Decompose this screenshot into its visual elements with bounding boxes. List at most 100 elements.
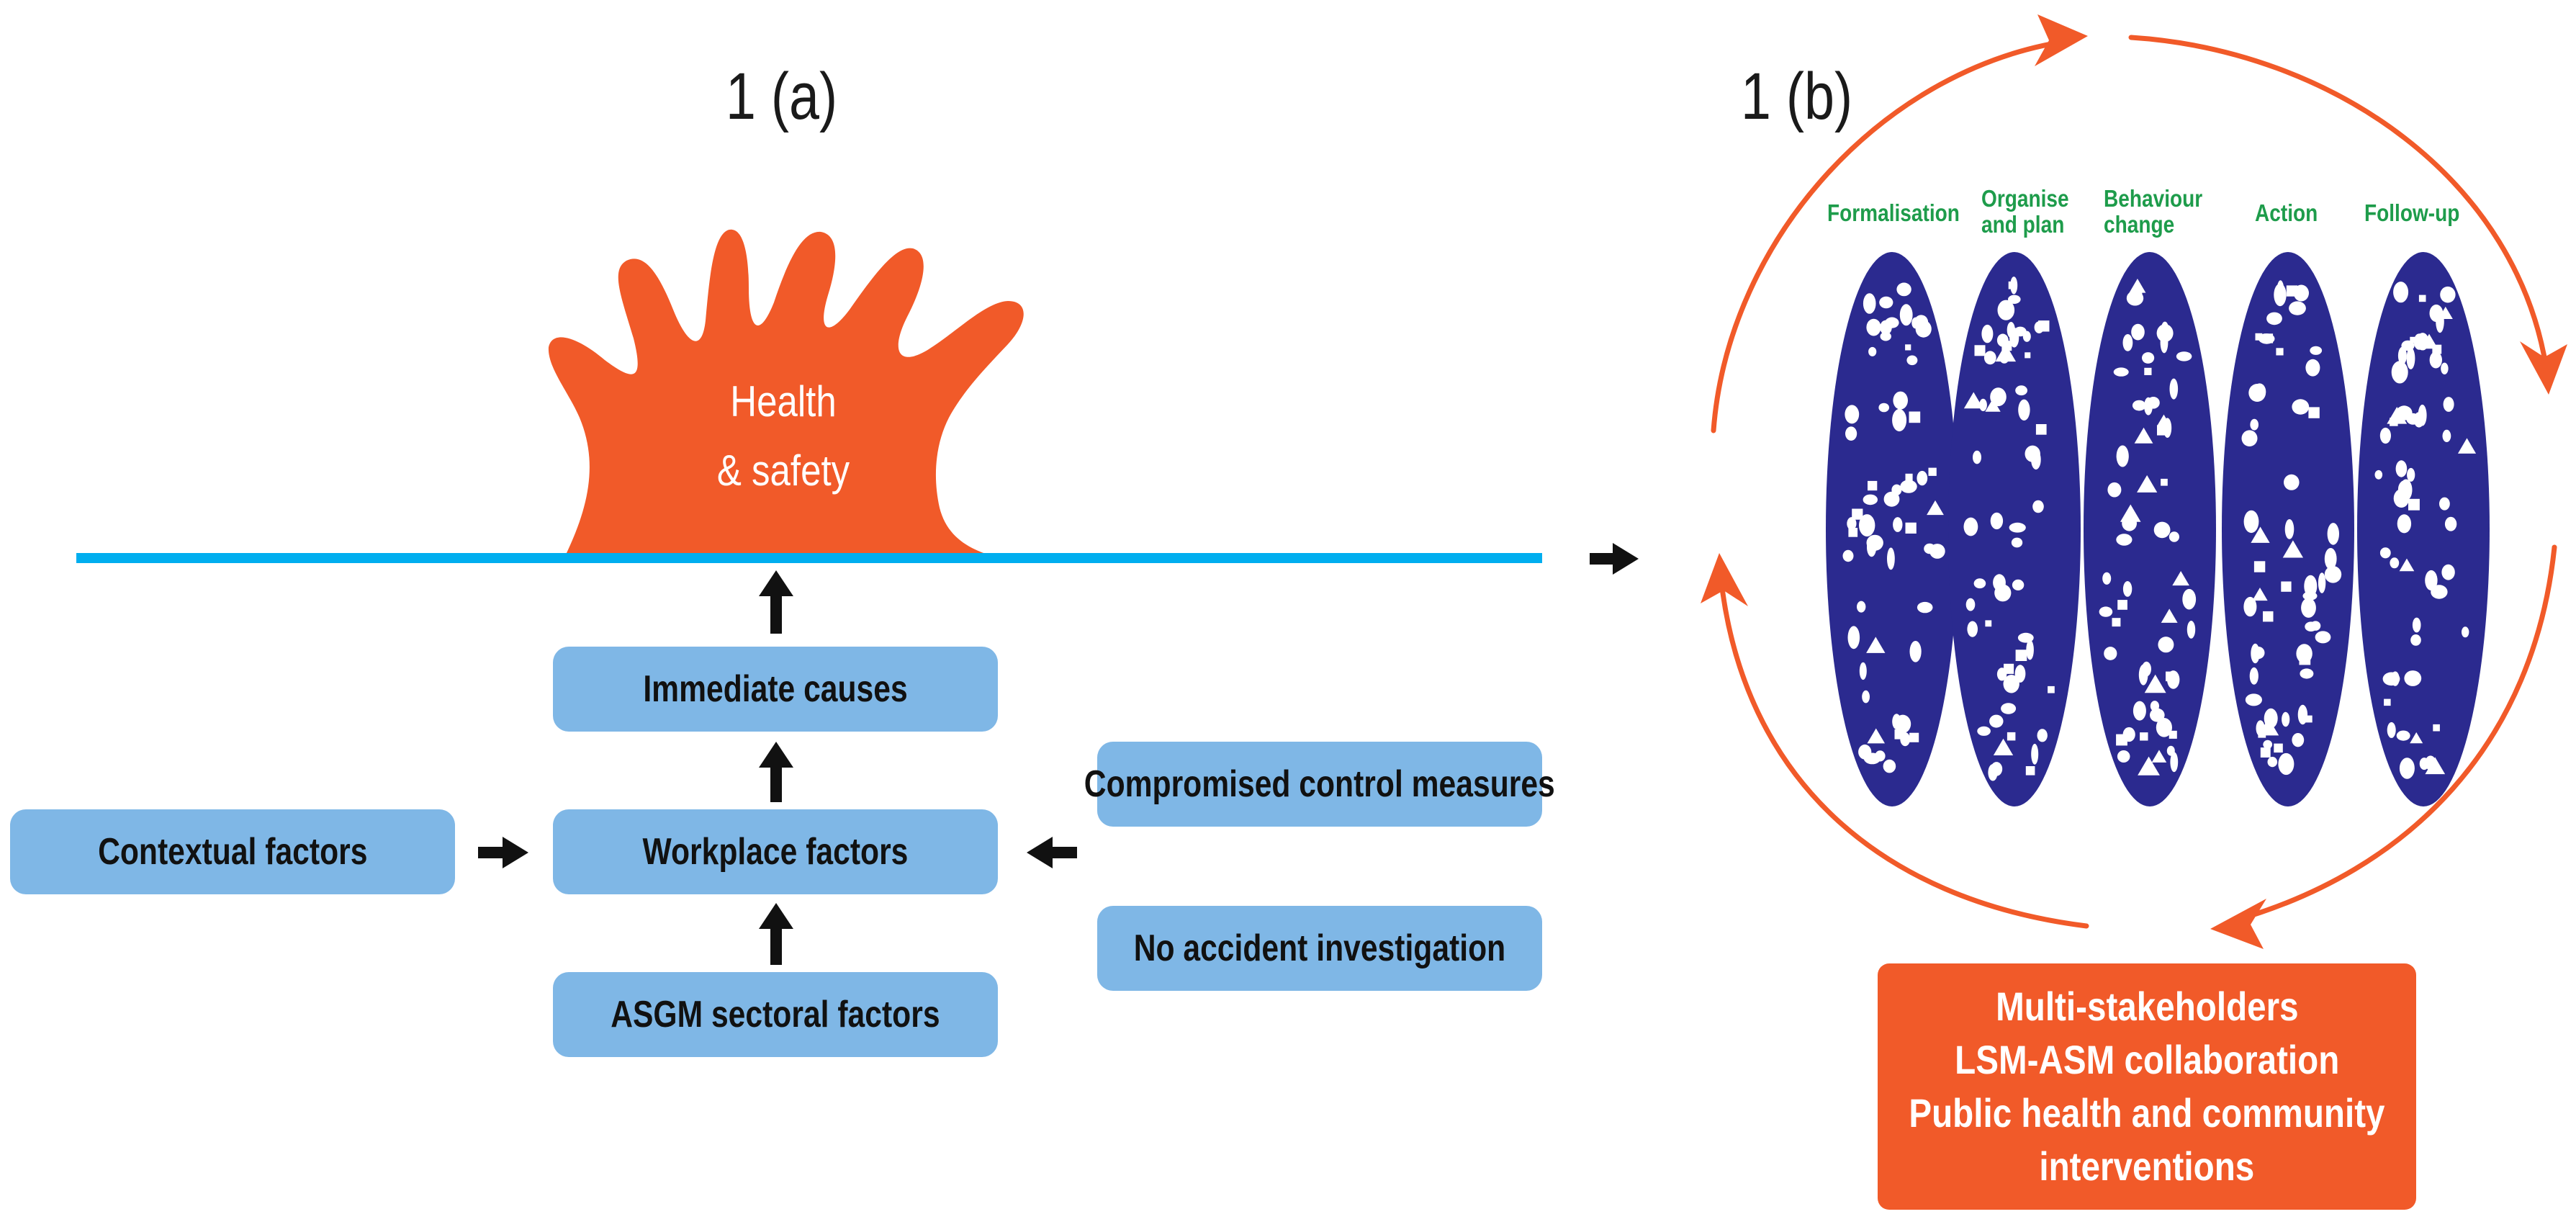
ellipse-dot <box>1991 762 2003 776</box>
ellipse-dot <box>2133 701 2146 721</box>
ellipse-dot <box>2444 516 2457 531</box>
ellipse-dot <box>2284 519 2294 539</box>
ellipse-dot <box>2425 570 2438 591</box>
ellipse-dot <box>2153 521 2171 539</box>
ellipse-dot <box>1845 426 1857 441</box>
ellipse-dot <box>2037 729 2048 742</box>
ellipse-dot <box>2440 286 2456 303</box>
ellipse-dot <box>2116 445 2129 467</box>
ellipse-dot <box>2107 482 2122 498</box>
ellipse-dot <box>2150 708 2165 722</box>
ellipse-dot <box>2015 650 2027 661</box>
ellipse-dot <box>2418 295 2426 302</box>
ellipse-dot <box>2129 279 2146 293</box>
ellipse-dot <box>2263 611 2274 622</box>
ellipse-dot <box>2161 608 2178 623</box>
ellipse-dot <box>2260 747 2271 758</box>
ellipse-dot <box>2156 718 2172 737</box>
ellipse-dot <box>1967 621 1978 637</box>
ellipse-dot <box>2141 661 2151 677</box>
ellipse-dot <box>2308 407 2320 418</box>
ellipse-dot <box>1905 522 1917 534</box>
ellipse-dot <box>2327 523 2339 545</box>
ellipse-dot <box>1893 391 1908 410</box>
ellipse-dot <box>2324 566 2342 583</box>
ellipse-dot <box>2399 558 2415 572</box>
ellipse-dot <box>2292 399 2310 415</box>
ellipse-dot <box>1989 714 2004 728</box>
ellipse-dot <box>1985 620 1992 627</box>
ellipse-dot <box>2284 474 2300 490</box>
ellipse-dot <box>2395 460 2408 477</box>
ellipse-dot <box>1909 732 1919 742</box>
ellipse-dot <box>1977 726 1991 736</box>
ellipse-dot <box>1879 296 1893 309</box>
ellipse-dot <box>1847 517 1857 531</box>
ellipse-dot <box>2305 359 2320 377</box>
ellipse-dot <box>2251 526 2270 543</box>
ellipse-dot <box>2134 427 2153 444</box>
ellipse-dot <box>1997 300 2015 320</box>
cycle-arc-bottom-right <box>2228 544 2557 925</box>
ellipse-dot <box>2390 557 2400 569</box>
immediate-causes-box: Immediate causes <box>553 647 998 732</box>
ellipse-dot <box>2457 438 2477 454</box>
ellipse-dot <box>2410 634 2421 646</box>
ellipse-dot <box>2293 284 2309 302</box>
stage-ellipse <box>1826 252 1958 806</box>
ellipse-dot <box>2300 668 2314 679</box>
ellipse-dot <box>1867 728 1886 744</box>
ellipse-dot <box>2410 732 2423 744</box>
ellipse-dot <box>2122 581 2133 597</box>
ellipse-dot <box>1848 528 1858 537</box>
ellipse-dot <box>1927 500 1944 516</box>
ellipse-dot <box>2161 478 2168 486</box>
ellipse-dot <box>1981 324 1994 343</box>
ellipse-dot <box>2374 469 2383 480</box>
no-accident-investigation-label: No accident investigation <box>1133 927 1506 969</box>
ellipse-dot <box>2266 312 2282 325</box>
cycle-arrowhead-icon <box>2210 899 2266 949</box>
ellipse-dot <box>2166 671 2176 682</box>
ellipse-dot <box>1928 467 1937 476</box>
ellipse-dot <box>1894 729 1905 740</box>
ellipse-dot <box>2282 540 2304 558</box>
no-accident-investigation-box: No accident investigation <box>1097 906 1542 991</box>
ellipse-dot <box>2276 348 2284 356</box>
ellipse-dot <box>2274 743 2283 753</box>
panel-a-title: 1 (a) <box>726 60 838 133</box>
ellipse-dot <box>2172 570 2189 586</box>
ellipse-dot <box>2267 757 2278 768</box>
ellipse-dot <box>2151 750 2167 763</box>
ellipse-dot <box>2176 351 2192 361</box>
ellipse-dot <box>2406 347 2415 369</box>
ellipse-dot <box>2007 732 2016 741</box>
ellipse-dot <box>2281 581 2292 592</box>
ellipse-dot <box>1858 744 1872 760</box>
ellipse-dot <box>2142 352 2155 364</box>
ellipse-dot <box>1996 668 2007 681</box>
splash-shape <box>548 229 1024 556</box>
ellipse-dot <box>1893 517 1903 532</box>
ellipse-dot <box>1866 637 1886 653</box>
stage-label-behaviour-change: Behaviour change <box>2104 185 2203 238</box>
ellipse-dot <box>2391 671 2400 686</box>
ellipse-dot <box>2324 548 2337 570</box>
ellipse-dot <box>1896 282 1911 297</box>
ellipse-dot <box>1887 547 1895 570</box>
ellipse-dot <box>2387 722 2396 738</box>
ellipse-dot <box>2104 647 2117 660</box>
ellipse-dot <box>1875 750 1886 762</box>
ellipse-dot <box>2299 653 2311 665</box>
ellipse-dot <box>1900 480 1917 493</box>
ellipse-dot <box>2396 730 2410 741</box>
ground-line <box>76 553 1542 563</box>
ellipse-dot <box>1859 514 1875 537</box>
ellipse-dot <box>1867 537 1877 557</box>
ellipse-dot <box>2278 752 2294 776</box>
interventions-box: Multi-stakeholders LSM-ASM collaboration… <box>1878 963 2416 1210</box>
ellipse-dot <box>2025 445 2040 462</box>
